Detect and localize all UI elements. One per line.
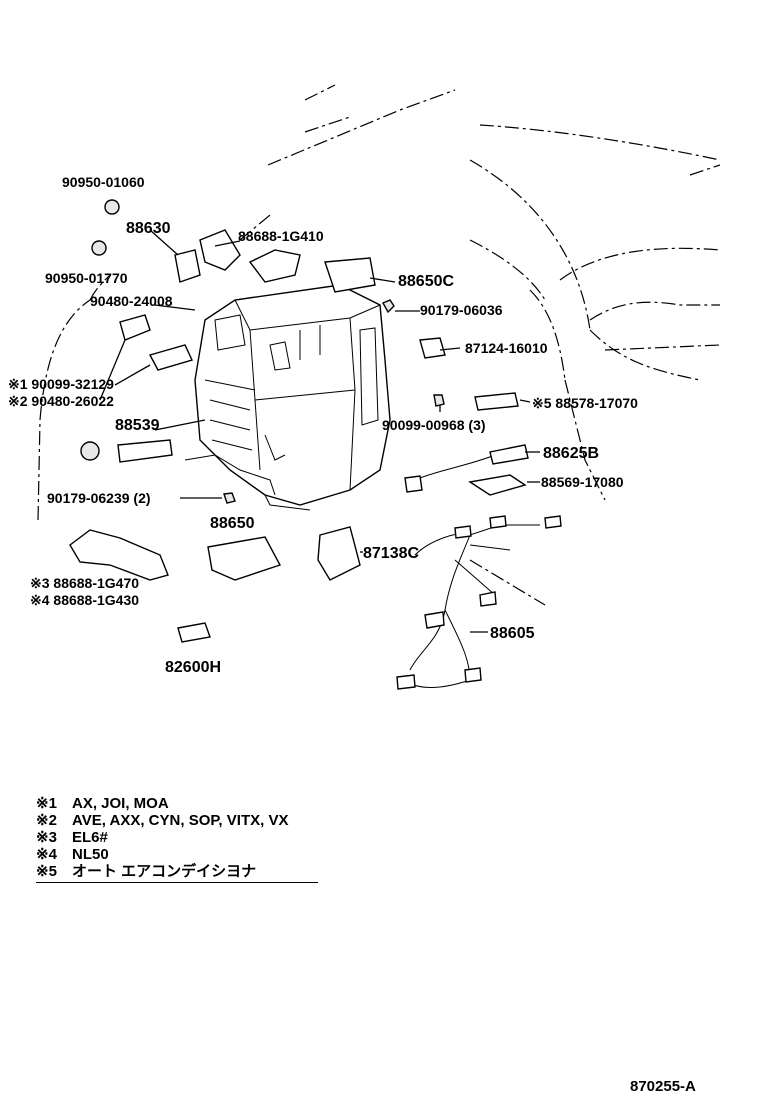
part-label: ※4 88688-1G430 <box>30 592 139 608</box>
fuse-icon <box>177 622 211 643</box>
wire-harness-icon <box>399 524 540 688</box>
amplifier-icon <box>207 536 282 581</box>
part-label: 90950-01060 <box>62 174 145 190</box>
connector-icon <box>479 591 497 607</box>
catalog-number: 870255-A <box>630 1078 696 1095</box>
part-label: 90950-01770 <box>45 270 128 286</box>
connector-icon <box>544 515 562 529</box>
note-mark: ※2 <box>36 812 57 829</box>
part-label: ※1 90099-32129 <box>8 376 114 392</box>
connector-icon <box>424 611 445 629</box>
clip-icon <box>468 474 527 496</box>
leader-lines <box>99 229 540 633</box>
applicability-notes: ※1 AX, JOI, MOA ※2 AVE, AXX, CYN, SOP, V… <box>36 795 326 883</box>
clamp-icon <box>419 337 446 359</box>
note-text: AVE, AXX, CYN, SOP, VITX, VX <box>72 812 289 829</box>
label-icon <box>474 392 519 411</box>
part-label: 90099-00968 (3) <box>382 417 486 433</box>
bracket-icon <box>69 529 169 581</box>
note-mark: ※5 <box>36 863 57 880</box>
note-text: EL6# <box>72 829 108 846</box>
part-label: 88539 <box>115 417 160 434</box>
vehicle-body-outline <box>37 84 721 606</box>
parts-icons <box>69 199 562 690</box>
connector-icon <box>489 515 507 529</box>
grommet-icon <box>91 240 107 256</box>
note-row: ※3 EL6# <box>36 829 326 846</box>
connector-icon <box>404 475 423 493</box>
clip-icon <box>199 229 241 271</box>
sensor-wire-icon <box>419 454 496 479</box>
part-label: ※3 88688-1G470 <box>30 575 139 591</box>
grommet-icon <box>80 441 100 461</box>
nut-icon <box>223 492 236 504</box>
sensor-icon <box>489 444 529 465</box>
grommet-icon <box>104 199 120 215</box>
connector-icon <box>454 525 472 539</box>
relay-icon <box>324 257 376 293</box>
note-row: ※1 AX, JOI, MOA <box>36 795 326 812</box>
hose-icon <box>117 439 173 463</box>
note-row: ※2 AVE, AXX, CYN, SOP, VITX, VX <box>36 812 326 829</box>
part-number-labels: 90950-01060 88630 88688-1G410 90950-0177… <box>8 174 638 676</box>
connector-icon <box>396 674 416 690</box>
sensor-icon <box>174 249 201 283</box>
part-label: ※5 88578-17070 <box>532 395 638 411</box>
screw-icon <box>433 394 445 407</box>
part-label: ※2 90480-26022 <box>8 393 114 409</box>
part-label: 90179-06239 (2) <box>47 490 151 506</box>
notes-divider <box>36 882 318 883</box>
part-label: 87124-16010 <box>465 340 548 356</box>
blower-controller-icon <box>317 526 361 581</box>
part-label: 88630 <box>126 220 171 237</box>
part-label: 88605 <box>490 625 535 642</box>
note-text: NL50 <box>72 846 109 863</box>
part-label: 88569-17080 <box>541 474 624 490</box>
part-label: 88688-1G410 <box>238 228 324 244</box>
part-label: 90480-24008 <box>90 293 173 309</box>
bracket-icon <box>248 249 301 283</box>
connector-icon <box>464 667 482 683</box>
gasket-icon <box>119 314 151 341</box>
part-label: 88625B <box>543 445 599 462</box>
part-label: 88650C <box>398 273 454 290</box>
note-row: ※5 オート エアコンデイシヨナ <box>36 863 326 880</box>
note-mark: ※3 <box>36 829 57 846</box>
part-label: 87138C <box>363 545 419 562</box>
screw-icon <box>148 344 193 371</box>
nut-icon <box>382 299 395 314</box>
part-label: 82600H <box>165 659 221 676</box>
note-text: オート エアコンデイシヨナ <box>72 863 257 880</box>
note-row: ※4 NL50 <box>36 846 326 863</box>
note-text: AX, JOI, MOA <box>72 795 169 812</box>
note-mark: ※4 <box>36 846 57 863</box>
hvac-unit-housing <box>184 284 391 511</box>
note-mark: ※1 <box>36 795 57 812</box>
part-label: 90179-06036 <box>420 302 503 318</box>
part-label: 88650 <box>210 515 255 532</box>
